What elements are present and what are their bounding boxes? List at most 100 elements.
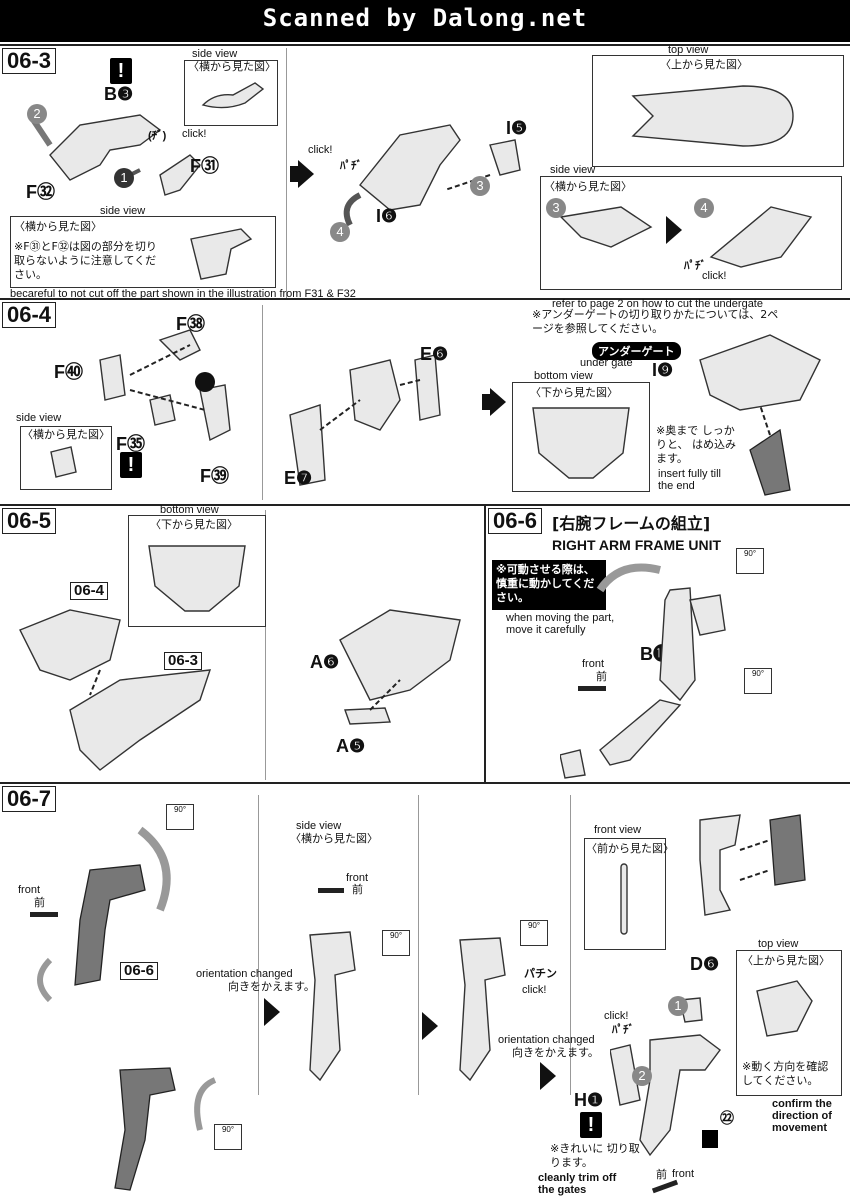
trim-en: cleanly trim off the gates — [538, 1172, 617, 1196]
warn-jp-066: ※可動させる際は、慎重に動かしてください。 — [496, 563, 595, 604]
insert-en: insert fully till the end — [658, 468, 721, 492]
click-text-5: click! — [604, 1010, 629, 1022]
flow-arrow — [666, 216, 682, 244]
part-label-i6: I❻ — [376, 206, 398, 226]
panel-sep — [262, 305, 263, 500]
divider-3 — [0, 504, 850, 506]
part-number-22: ㉒ — [720, 1111, 734, 1127]
side-view-right-jp: 〈横から見た図〉 — [544, 180, 632, 193]
assembly-sketch-067-e — [699, 814, 806, 916]
top-view-sketch — [631, 85, 794, 147]
gate-icon — [702, 1130, 718, 1148]
refer-en: refer to page 2 on how to cut the underg… — [552, 298, 763, 310]
rotation-90-icon: 90° — [744, 668, 772, 694]
side-view-sketch — [201, 82, 265, 109]
step-number-4: 4 — [330, 222, 350, 242]
part-label-a6: A❻ — [310, 652, 340, 672]
panel-sep — [570, 795, 571, 1095]
top-view-067-jp: 〈上から見た図〉 — [742, 954, 830, 967]
step-number-2c: 2 — [632, 1066, 652, 1086]
side-view-box-top — [184, 60, 278, 126]
assembly-sketch-067-f — [610, 997, 721, 1157]
note-sketch — [190, 228, 253, 280]
panel-sep — [265, 510, 266, 780]
step-label-06-3: 06-3 — [2, 48, 57, 74]
part-label-h1: H❶ — [574, 1090, 604, 1110]
part-label-f39: F㊴ — [200, 466, 229, 486]
rotation-degree: 90° — [173, 805, 187, 814]
step-label-06-6: 06-6 — [488, 508, 543, 534]
panel-sep — [286, 48, 287, 298]
flow-arrow — [490, 388, 506, 416]
top-view-box-067 — [736, 950, 842, 1096]
title-en-066: RIGHT ARM FRAME UNIT — [552, 537, 722, 553]
orient1-jp: 向きをかえます。 — [228, 980, 315, 993]
bottom-view-065-sketch — [148, 545, 246, 612]
side-view-box-064 — [20, 426, 112, 490]
click-text-2: click! — [308, 144, 333, 156]
warning-icon: ! — [110, 58, 132, 84]
assembly-sketch-067-d — [459, 937, 506, 1082]
rotation-degree: 90° — [389, 931, 403, 940]
side-view-top-jp: 〈横から見た図〉 — [188, 60, 276, 73]
front3-en: front — [672, 1168, 695, 1180]
panel-sep — [258, 795, 259, 1095]
assembly-sketch-065-b — [339, 609, 461, 725]
warn-en-066: when moving the part, move it carefully — [506, 612, 615, 636]
side-view-bottom-jp: 〈横から見た図〉 — [14, 220, 102, 233]
side-view-right-en: side view — [550, 164, 596, 176]
side-view-064-en: side view — [16, 412, 62, 424]
warn-box-066 — [492, 560, 606, 610]
flow-arrow — [298, 160, 314, 188]
flow-arrow-shaft — [482, 394, 492, 410]
click-text-3: click! — [702, 270, 727, 282]
divider-4 — [0, 782, 850, 784]
side-view-right-sketch — [559, 206, 813, 268]
flow-arrow — [264, 998, 280, 1026]
step-label-06-5: 06-5 — [2, 508, 57, 534]
top-view-jp: 〈上から見た図〉 — [660, 58, 748, 71]
click-text-4: click! — [522, 984, 547, 996]
step-number-3: 3 — [470, 176, 490, 196]
part-label-i9: I❾ — [652, 360, 674, 380]
note-en-063: becareful to not cut off the part shown … — [10, 288, 356, 300]
bottom-view-box-064 — [512, 382, 650, 492]
step-label-06-7: 06-7 — [2, 786, 57, 812]
header-bar — [0, 0, 850, 42]
part-label-f35: F㉟ — [116, 434, 145, 454]
step-number-3b: 3 — [546, 198, 566, 218]
rotation-90-icon: 90° — [736, 548, 764, 574]
part-label-f40: F㊵ — [54, 362, 83, 382]
assembly-sketch-065-a — [19, 609, 212, 771]
divider-2 — [0, 298, 850, 300]
click-text-1: click! — [182, 128, 207, 140]
orient2-en: orientation changed — [498, 1034, 595, 1046]
bottom-view-065-en: bottom view — [160, 504, 219, 516]
confirm-jp: ※動く方向を確認 してください。 — [742, 1060, 829, 1087]
front3-jp: 前 — [656, 1168, 667, 1181]
part-label-f31: F㉛ — [190, 156, 219, 176]
side-view-top-en: side view — [192, 48, 238, 60]
pachi-text-3: ﾊﾟﾁﾞ — [684, 260, 706, 272]
front-view-box — [584, 838, 666, 950]
side-view-067-en: side view — [296, 820, 342, 832]
ref-label-06-4: 06-4 — [70, 582, 109, 600]
front-view-jp: 〈前から見た図〉 — [586, 842, 674, 855]
front-jp-067: 前 — [34, 896, 45, 909]
part-label-f38: F㊳ — [176, 314, 205, 334]
side-view-box-right — [540, 176, 842, 290]
assembly-sketch-067-a — [37, 826, 171, 1003]
assembly-sketch-064-a — [99, 329, 231, 442]
orient2-jp: 向きをかえます。 — [512, 1046, 599, 1059]
top-view-067-en: top view — [758, 938, 799, 950]
pachi-text-5: ﾊﾟﾁﾞ — [612, 1024, 634, 1036]
part-label-e6: E❻ — [420, 344, 449, 364]
ref-label-06-3: 06-3 — [164, 652, 203, 670]
flow-arrow-shaft — [290, 166, 300, 182]
pachin-text: パチン — [524, 968, 557, 980]
part-label-e7: E❼ — [284, 468, 313, 488]
header-title: Scanned by Dalong.net — [262, 4, 588, 32]
step-number-4b: 4 — [694, 198, 714, 218]
title-jp-066: [右腕フレームの組立] — [552, 514, 711, 533]
assembly-sketch-067-c — [309, 931, 356, 1082]
